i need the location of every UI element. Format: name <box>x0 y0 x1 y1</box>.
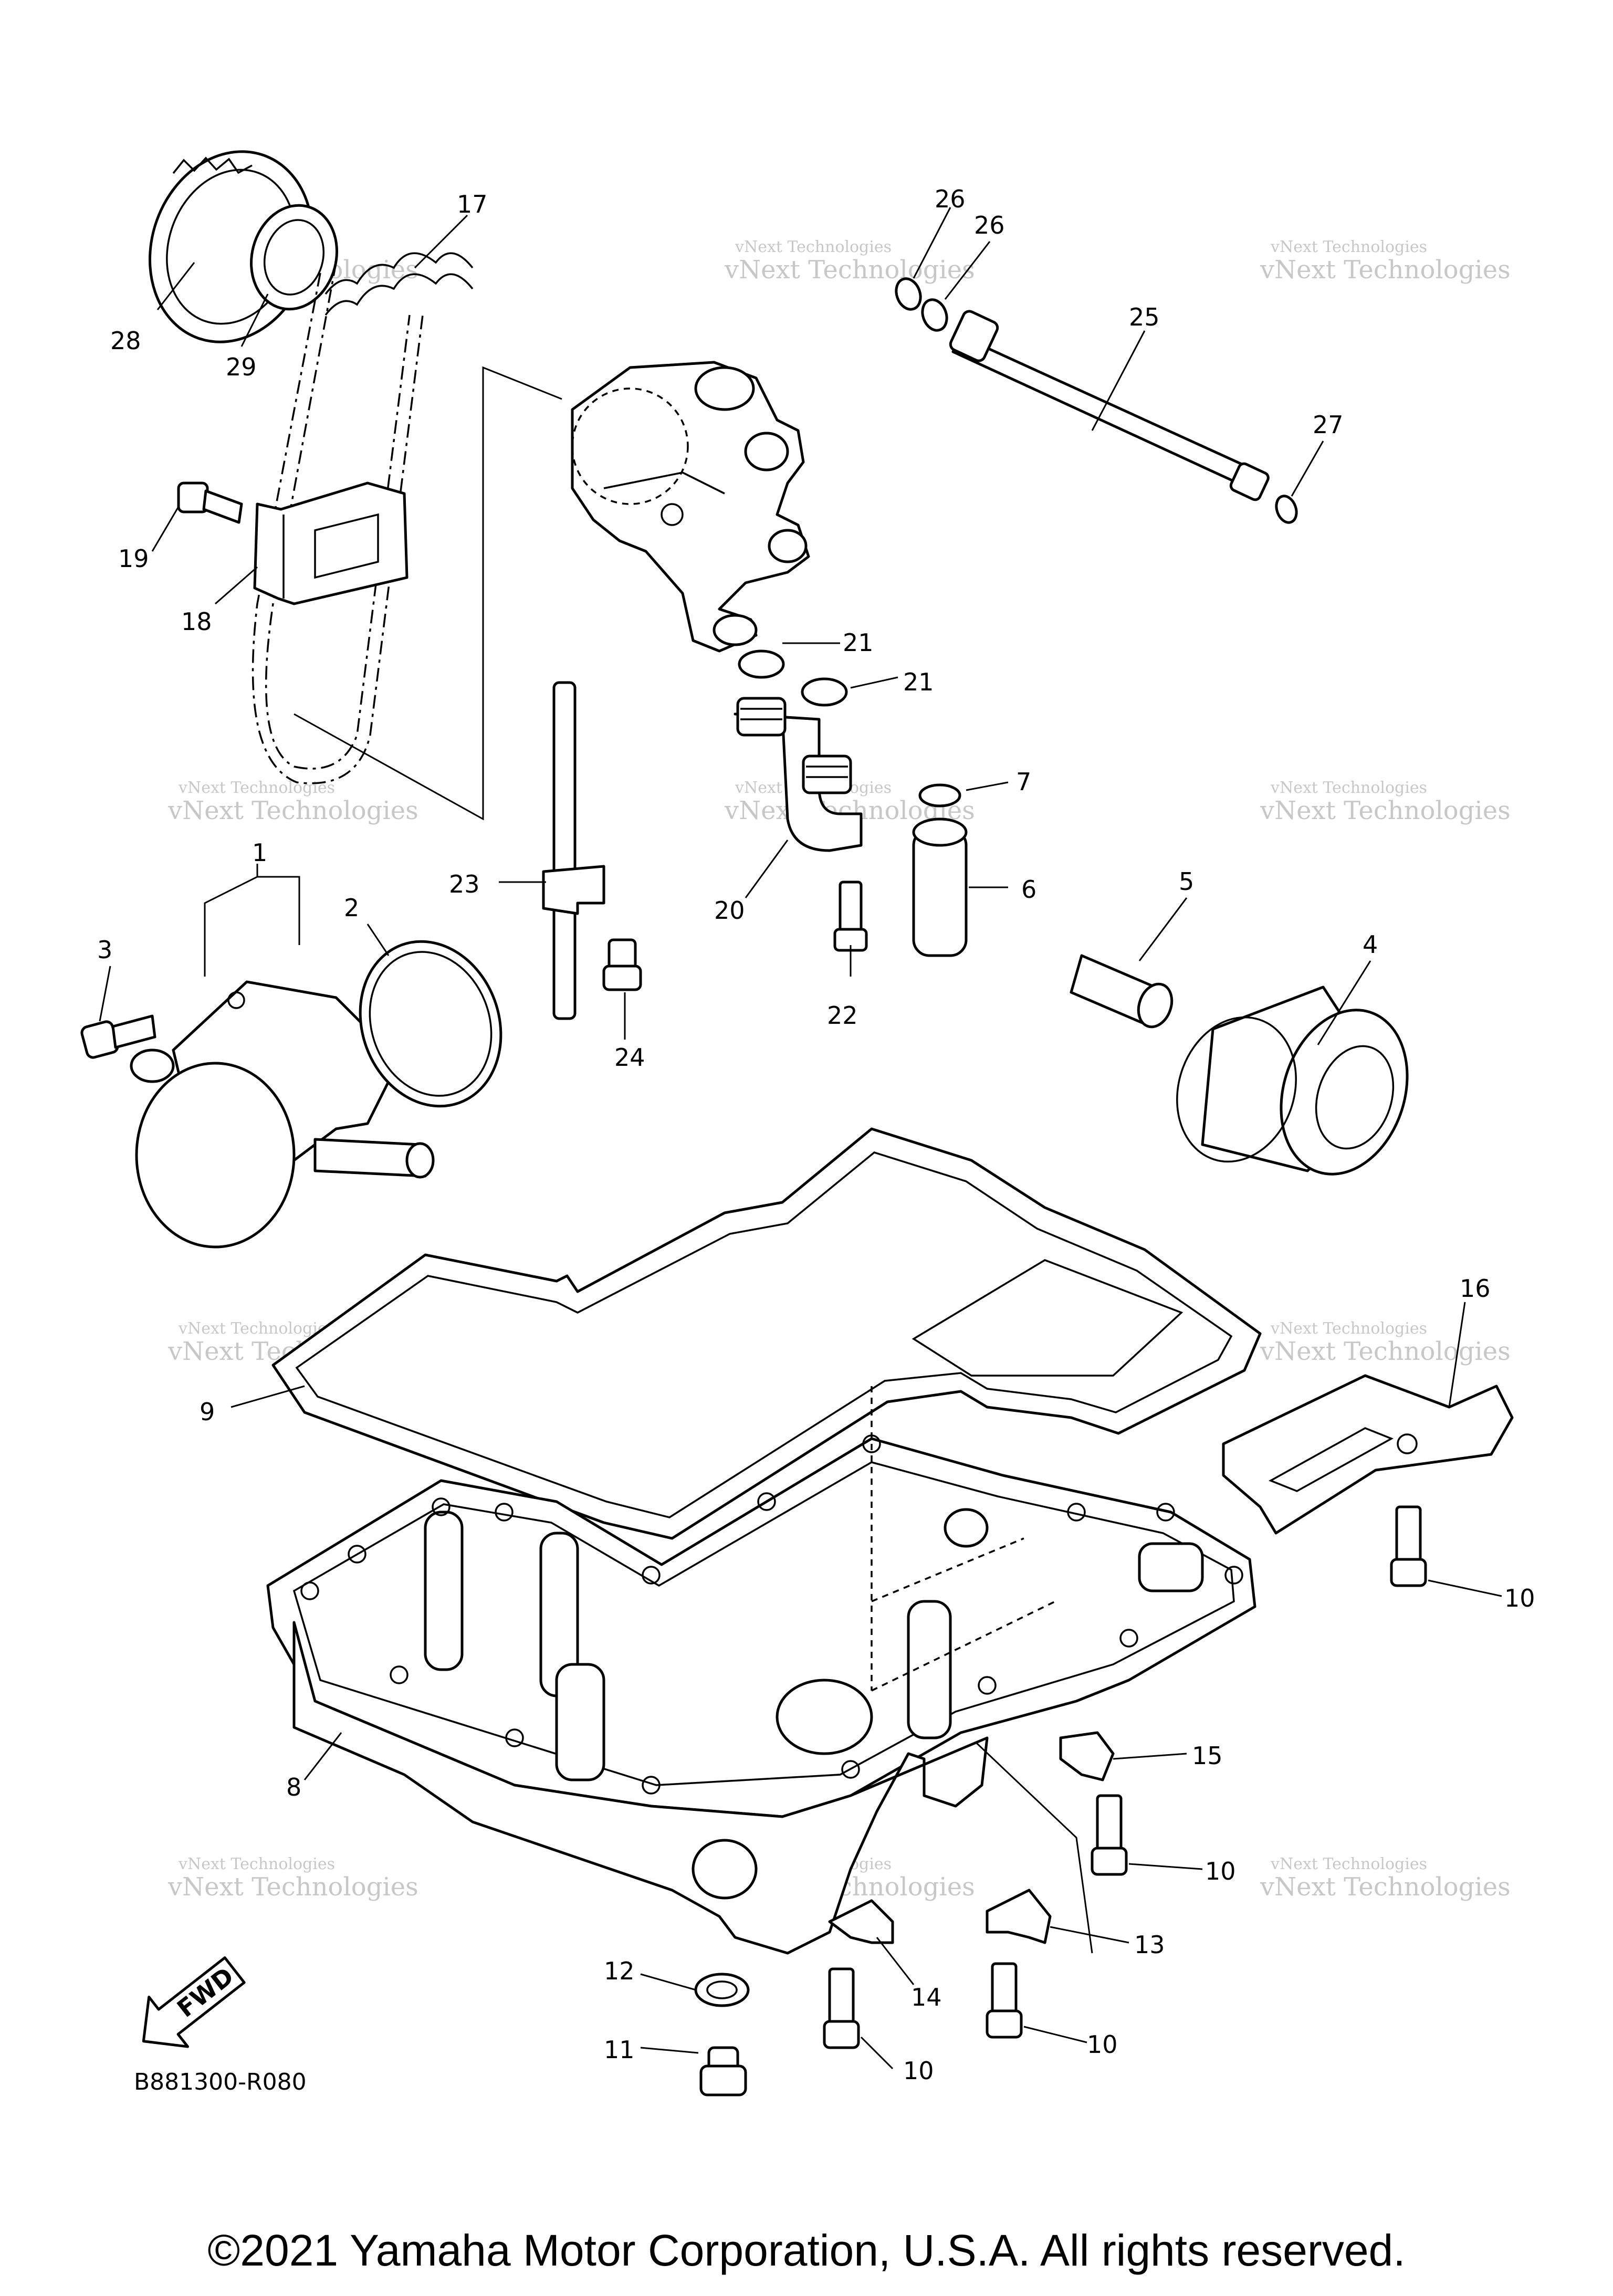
callout-16: 16 <box>1460 1274 1491 1303</box>
callout-4: 4 <box>1363 930 1378 959</box>
clamp-13 <box>986 1889 1052 1944</box>
oil-pan-gasket-9 <box>271 1127 1262 1540</box>
callout-10d: 10 <box>903 2057 934 2085</box>
callout-12: 12 <box>604 1957 635 1985</box>
callout-23: 23 <box>449 870 480 898</box>
forward-arrow-icon: FWD <box>142 1956 246 2048</box>
callout-10c: 10 <box>1087 2030 1118 2059</box>
callout-10b: 10 <box>1205 1857 1236 1885</box>
callout-25: 25 <box>1129 303 1160 331</box>
callout-17: 17 <box>457 190 488 218</box>
bolt-10-lower-right <box>986 1962 1023 2039</box>
clamp-15 <box>1059 1731 1115 1781</box>
bolt-22 <box>833 880 868 952</box>
callout-15: 15 <box>1192 1742 1223 1770</box>
o-ring-27 <box>1275 495 1298 524</box>
drive-chain-17 <box>252 252 474 784</box>
watermark: vNext Technologies <box>167 1872 418 1902</box>
bolt-10-right <box>1390 1505 1427 1587</box>
watermark: vNext Technologies <box>178 1855 335 1873</box>
watermark: vNext Technologies <box>167 796 418 825</box>
o-ring-26 <box>921 298 948 332</box>
oil-cooler-1 <box>130 980 435 1249</box>
callout-5: 5 <box>1179 867 1194 896</box>
watermark: vNext Technologies <box>1270 238 1427 256</box>
callout-27: 27 <box>1313 411 1344 439</box>
watermark: vNext Technologies <box>1270 1855 1427 1873</box>
callout-24: 24 <box>614 1043 645 1072</box>
o-ring-21 <box>801 677 848 707</box>
union-bolt-5 <box>1070 954 1174 1029</box>
callout-1: 1 <box>252 838 267 867</box>
callout-14: 14 <box>911 1983 942 2011</box>
callout-8: 8 <box>286 1773 301 1801</box>
chain-guide-18 <box>253 481 409 605</box>
oil-pump-assembly <box>571 361 810 653</box>
callout-21b: 21 <box>903 668 934 696</box>
oil-pan-8 <box>266 1386 1256 1955</box>
watermark: vNext Technologies <box>1260 1337 1511 1366</box>
drain-bolt-11 <box>699 2046 747 2096</box>
callout-20: 20 <box>714 896 745 925</box>
callout-29: 29 <box>226 353 257 381</box>
callout-7: 7 <box>1016 768 1031 796</box>
bolt-10-mid-right <box>1091 1794 1128 1876</box>
callout-21a: 21 <box>843 628 874 657</box>
watermark: vNext Technologies <box>178 1319 335 1338</box>
callout-2: 2 <box>344 894 359 922</box>
gasket-12 <box>694 1973 750 2007</box>
callout-26b: 26 <box>974 211 1005 239</box>
callout-22: 22 <box>827 1001 858 1030</box>
callout-6: 6 <box>1021 875 1036 904</box>
callout-13: 13 <box>1134 1931 1165 1959</box>
callouts: 1 2 3 4 5 6 7 8 9 10 10 10 10 10 11 12 1… <box>97 185 1535 2085</box>
leader-lines <box>99 207 1502 2070</box>
watermark: vNext Technologies <box>735 238 892 256</box>
bolt-10-lower-center <box>823 1967 860 2049</box>
callout-9: 9 <box>200 1398 215 1426</box>
watermark: vNext Technologies <box>178 779 335 797</box>
callout-19: 19 <box>118 544 149 573</box>
callout-26a: 26 <box>935 185 966 213</box>
watermark: vNext Technologies <box>1270 1319 1427 1338</box>
oil-strainer-pipe-23 <box>542 681 605 1020</box>
bolt-24 <box>602 938 642 991</box>
o-ring-2 <box>359 940 502 1108</box>
clamp-14 <box>828 1899 894 1944</box>
bolt-3 <box>80 1014 156 1059</box>
callout-11: 11 <box>604 2036 635 2064</box>
oil-filter-4 <box>1176 986 1409 1176</box>
watermark: vNext Technologies <box>1260 255 1511 285</box>
bracket-16 <box>1222 1374 1514 1535</box>
o-ring-21 <box>738 649 785 679</box>
watermark: vNext Technologies <box>1260 1872 1511 1902</box>
callout-28: 28 <box>110 327 141 355</box>
callout-3: 3 <box>97 936 112 964</box>
oil-delivery-pipe-20 <box>734 697 863 852</box>
copyright-notice: ©2021 Yamaha Motor Corporation, U.S.A. A… <box>207 2226 1406 2275</box>
bolt-19 <box>177 481 243 524</box>
callout-18: 18 <box>181 607 212 636</box>
callout-10a: 10 <box>1504 1584 1535 1612</box>
watermark: vNext Technologies <box>1270 779 1427 797</box>
watermark: vNext Technologies <box>724 255 975 285</box>
o-ring-7 <box>918 783 961 808</box>
watermark: vNext Technologies <box>1260 796 1511 825</box>
oil-pipe-25 <box>949 310 1270 501</box>
diagram-reference-code: B881300-R080 <box>134 2069 307 2095</box>
relief-valve-6 <box>912 817 968 957</box>
o-ring-26 <box>895 277 922 311</box>
